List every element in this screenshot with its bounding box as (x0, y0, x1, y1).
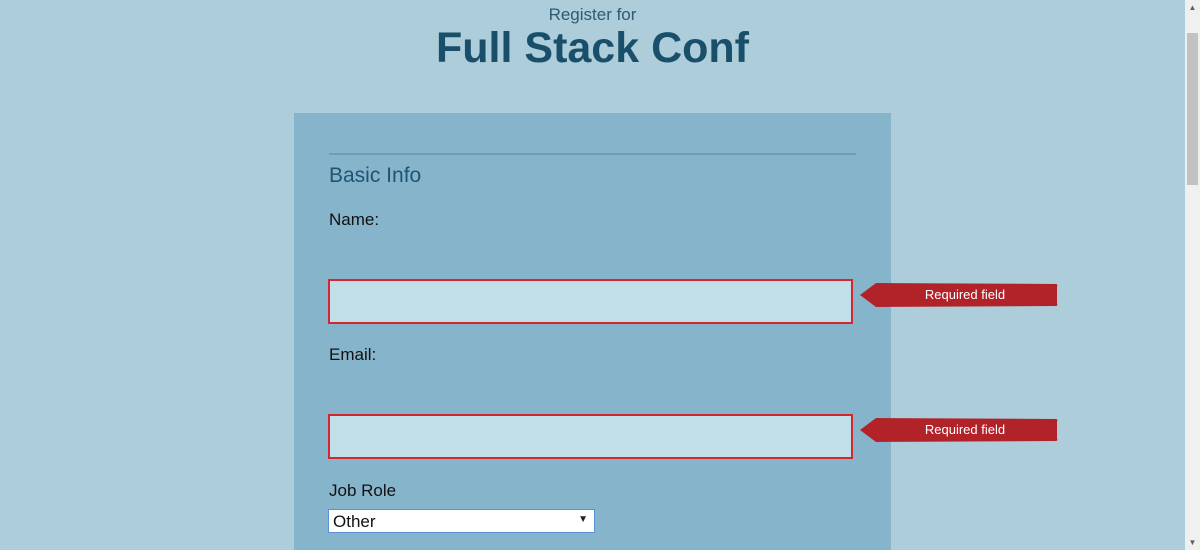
error-arrow-shape-icon (860, 418, 1058, 442)
scroll-up-arrow-icon[interactable]: ▲ (1188, 3, 1197, 12)
job-role-label: Job Role (329, 481, 397, 500)
section-divider (329, 153, 856, 155)
email-input[interactable] (328, 414, 853, 459)
name-label: Name: (329, 210, 380, 229)
email-label: Email: (329, 345, 377, 364)
email-error-text: Required field (924, 422, 1006, 437)
job-role-selected-value: Other (333, 512, 376, 531)
vertical-scrollbar[interactable]: ▲ ▼ (1185, 0, 1200, 550)
job-role-select[interactable]: Other ▼ (328, 509, 595, 533)
page-subtitle: Register for (548, 5, 637, 24)
page-title: Full Stack Conf (436, 24, 749, 72)
registration-form: Basic Info Name: Email: Job Role Other ▼ (294, 113, 891, 550)
scrollbar-thumb[interactable] (1187, 33, 1198, 185)
chevron-down-icon: ▼ (578, 514, 588, 525)
name-error-tooltip: Required field (860, 283, 1058, 307)
section-title-basic-info: Basic Info (329, 164, 422, 187)
error-arrow-shape-icon (860, 283, 1058, 307)
scroll-down-arrow-icon[interactable]: ▼ (1188, 538, 1197, 547)
name-input[interactable] (328, 279, 853, 324)
name-error-text: Required field (924, 287, 1006, 302)
email-error-tooltip: Required field (860, 418, 1058, 442)
